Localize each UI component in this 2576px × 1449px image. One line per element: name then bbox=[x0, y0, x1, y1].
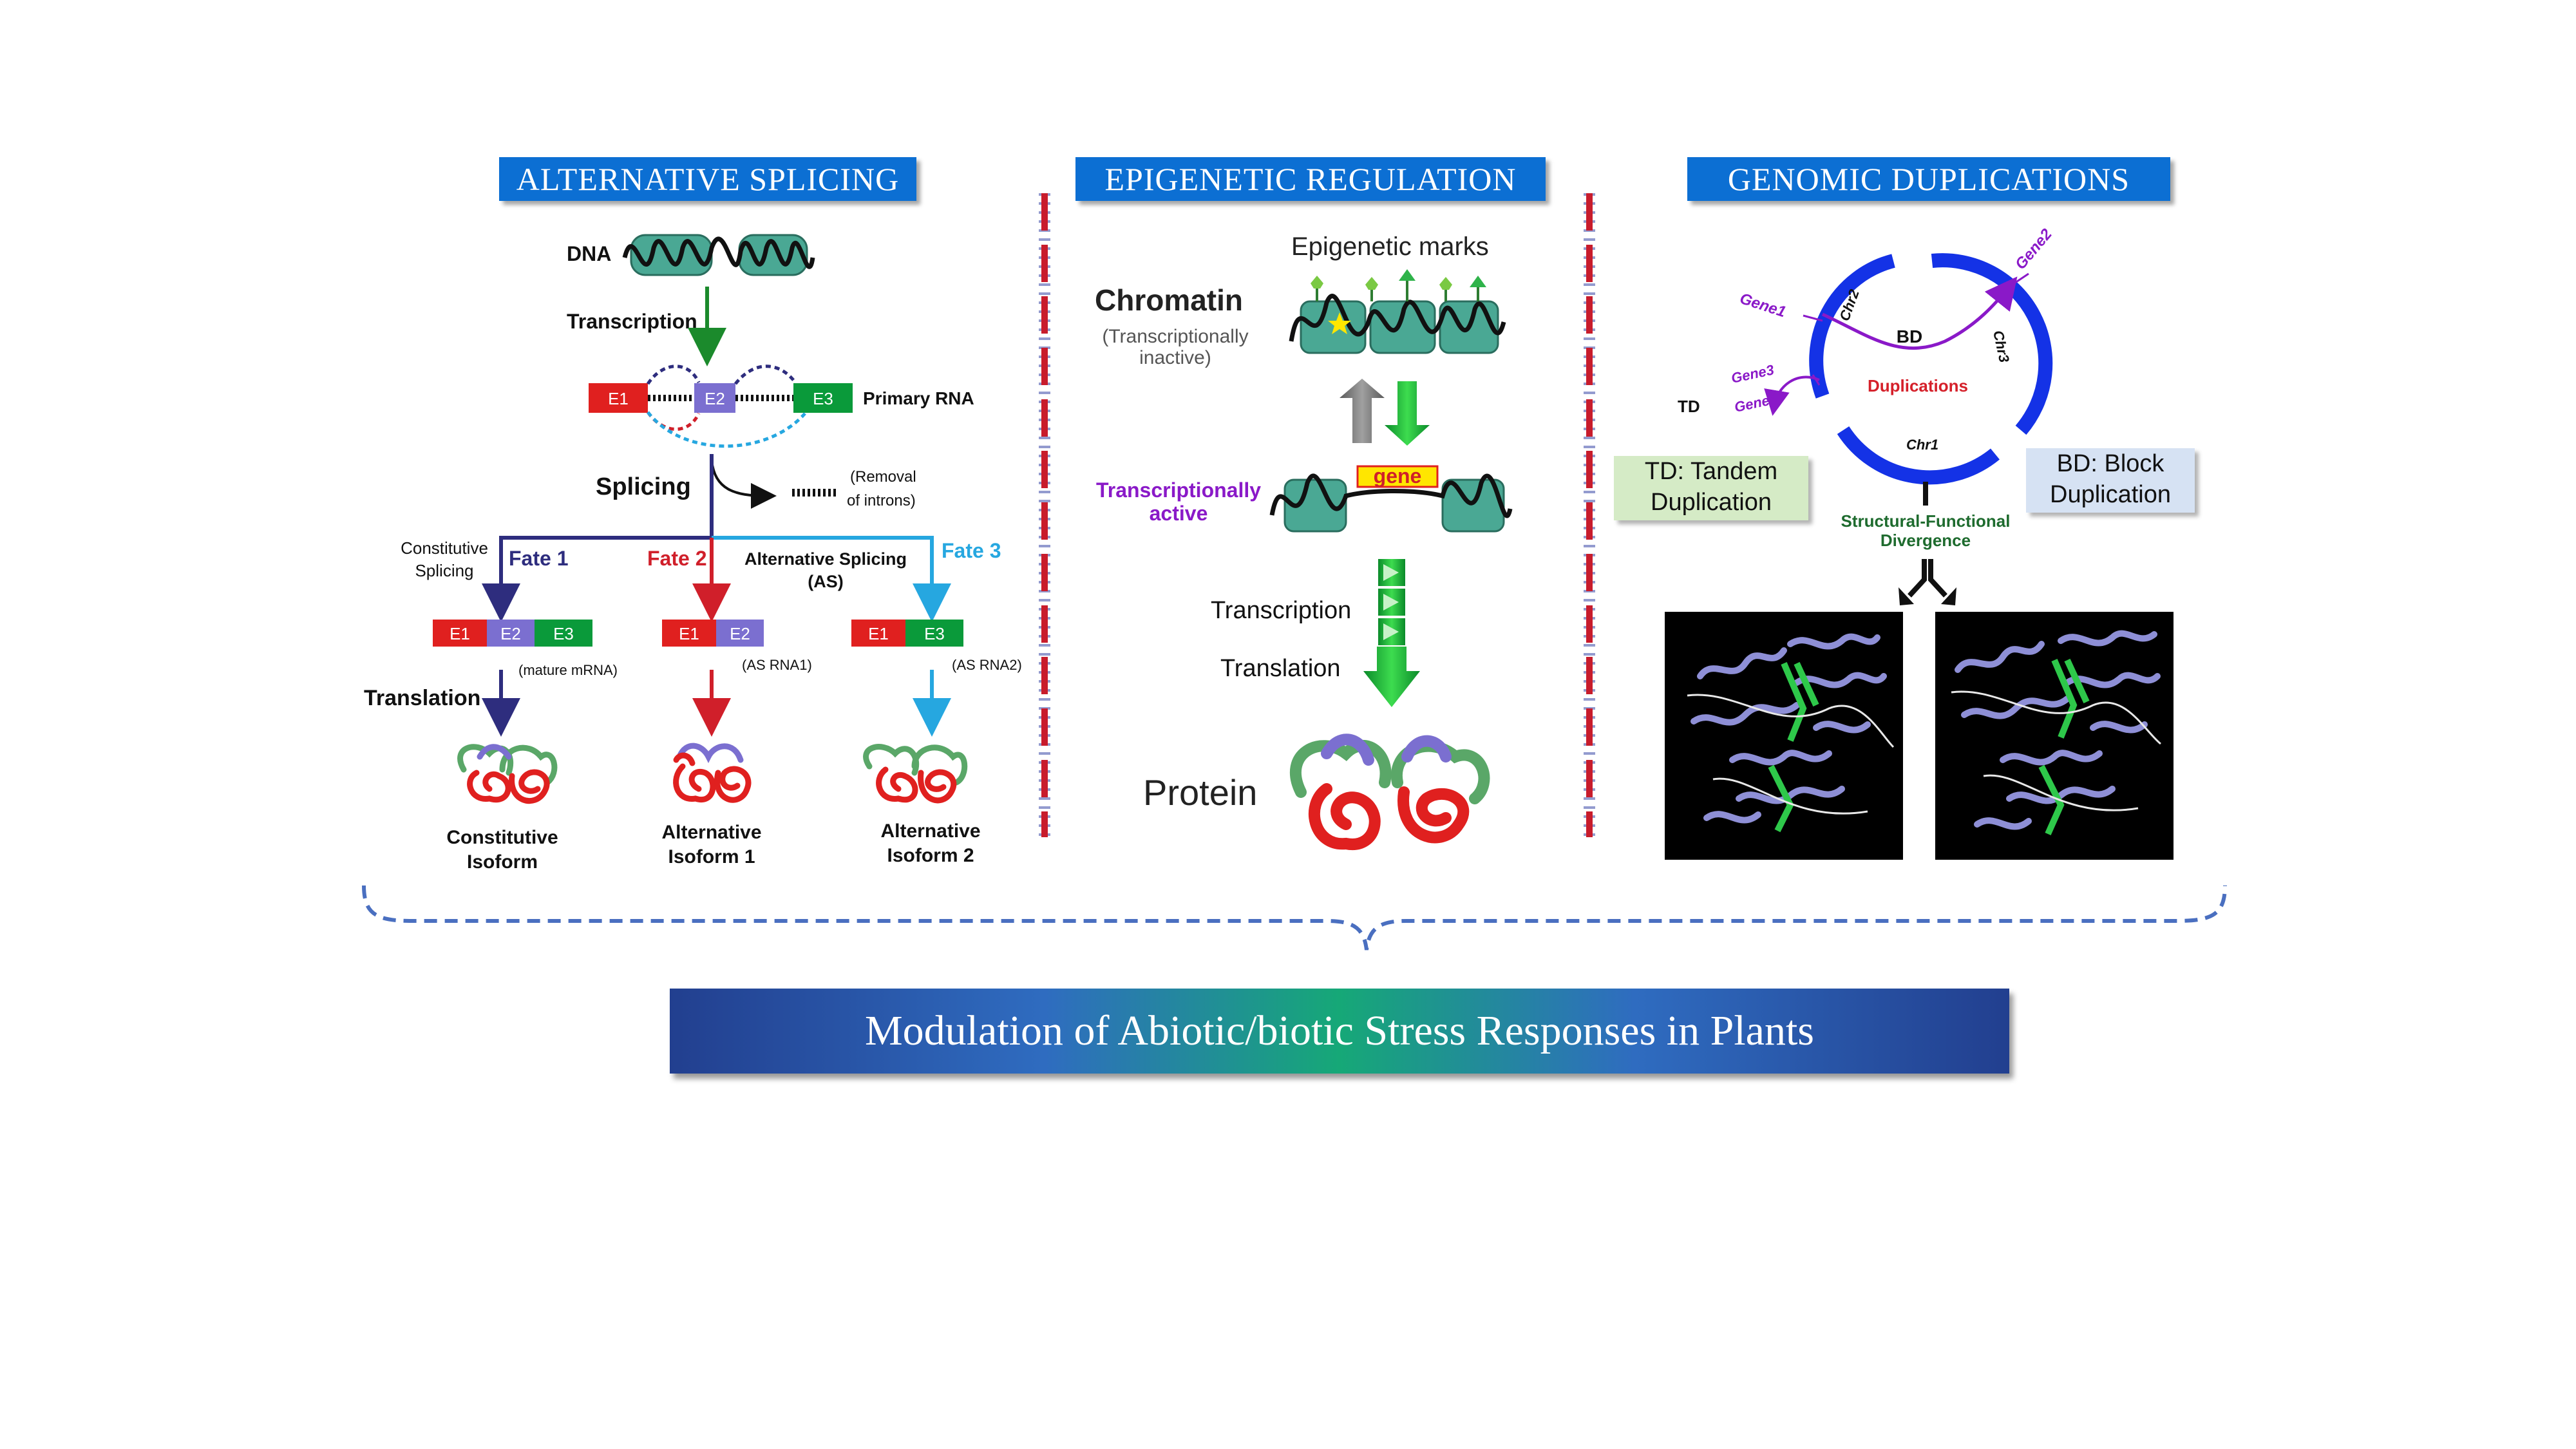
inactive-label-1: (Transcriptionally bbox=[1102, 326, 1248, 347]
protein-icon bbox=[1290, 734, 1490, 850]
active-label-2: active bbox=[1150, 502, 1208, 525]
activation-arrow bbox=[1385, 381, 1430, 446]
header-alternative-splicing: ALTERNATIVE SPLICING bbox=[499, 157, 916, 201]
chromosome-circle bbox=[1809, 253, 2053, 485]
alternative-isoform-1-icon bbox=[673, 743, 752, 803]
constitutive-isoform-icon bbox=[457, 744, 558, 804]
as-rna2-label: (AS RNA2) bbox=[952, 657, 1022, 673]
alternative-isoform-2-icon bbox=[863, 744, 968, 804]
primary-rna: E1 E2 E3 bbox=[589, 365, 853, 448]
isoform3-label-1: Alternative bbox=[880, 820, 980, 842]
constitutive-splicing-label-1: Constitutive bbox=[401, 538, 488, 558]
as1-e1-label: E1 bbox=[679, 624, 699, 643]
mrna-e3-label: E3 bbox=[553, 624, 574, 643]
exon-e2-primary bbox=[694, 383, 735, 413]
protein-structure-panel-1 bbox=[1665, 612, 1903, 860]
fate1-label: Fate 1 bbox=[509, 547, 568, 570]
td-box-line1: TD: Tandem bbox=[1644, 458, 1778, 485]
as-rna1-label: (AS RNA1) bbox=[742, 657, 812, 673]
fate3-label: Fate 3 bbox=[942, 539, 1001, 562]
curly-brace bbox=[362, 885, 2227, 951]
isoform1-label-1: Constitutive bbox=[446, 827, 558, 848]
inactive-label-2: inactive) bbox=[1139, 347, 1211, 368]
active-label-1: Transcriptionally bbox=[1096, 478, 1261, 502]
split-arrows-icon bbox=[1899, 559, 1956, 605]
exon-e1-primary bbox=[589, 383, 648, 413]
dna-label: DNA bbox=[567, 242, 611, 265]
gene-label: gene bbox=[1374, 464, 1422, 488]
isoform1-label-2: Isoform bbox=[467, 851, 538, 873]
header-genomic-duplications: GENOMIC DUPLICATIONS bbox=[1687, 157, 2170, 201]
transcription-step-arrows bbox=[1363, 559, 1420, 707]
isoform3-label-2: Isoform 2 bbox=[887, 845, 974, 866]
mrna-e1-label: E1 bbox=[450, 624, 470, 643]
exon-e3-primary bbox=[793, 383, 853, 413]
td-box-line2: Duplication bbox=[1651, 489, 1772, 516]
as-rna2: E1 E3 bbox=[851, 620, 963, 647]
stress-response-banner: Modulation of Abiotic/biotic Stress Resp… bbox=[670, 989, 2009, 1074]
epi-transcription-label: Transcription bbox=[1211, 597, 1351, 624]
intron-removal-arrow bbox=[710, 460, 777, 509]
chromatin-label: Chromatin bbox=[1095, 283, 1243, 317]
bd-block-box: BD: Block Duplication bbox=[2026, 448, 2195, 513]
protein-label: Protein bbox=[1143, 772, 1257, 813]
header-epigenetic-regulation: EPIGENETIC REGULATION bbox=[1075, 157, 1546, 201]
as-label-2: (AS) bbox=[808, 572, 844, 591]
mature-mrna: E1 E2 E3 bbox=[433, 620, 592, 647]
translation-label: Translation bbox=[364, 686, 480, 710]
gene3-label: Gene3 bbox=[1730, 361, 1776, 386]
fate2-label: Fate 2 bbox=[647, 547, 706, 570]
as2-e1-label: E1 bbox=[868, 624, 889, 643]
bd-box-line1: BD: Block bbox=[2056, 450, 2164, 477]
isoform2-label-2: Isoform 1 bbox=[668, 846, 755, 867]
epigenetic-marks-label: Epigenetic marks bbox=[1291, 232, 1489, 261]
divergence-label-1: Structural-Functional bbox=[1841, 511, 2011, 531]
splicing-label: Splicing bbox=[596, 473, 691, 500]
gene1-label: Gene1 bbox=[1738, 290, 1788, 321]
td-tandem-box: TD: Tandem Duplication bbox=[1614, 456, 1808, 520]
gene4-label: Gene4 bbox=[1733, 390, 1779, 415]
inactive-chromatin-icon bbox=[1289, 269, 1506, 354]
block-duplication-link bbox=[1821, 276, 2018, 350]
primary-rna-label: Primary RNA bbox=[863, 388, 974, 408]
dna-helix-icon bbox=[622, 234, 815, 276]
td-label: TD bbox=[1678, 397, 1700, 416]
exon-e1-label: E1 bbox=[608, 389, 629, 408]
divergence-label-2: Divergence bbox=[1880, 531, 1971, 550]
inactivation-arrow bbox=[1340, 379, 1385, 443]
as-label-1: Alternative Splicing bbox=[744, 549, 907, 569]
as2-e3-label: E3 bbox=[924, 624, 945, 643]
constitutive-splicing-label-2: Splicing bbox=[415, 561, 473, 580]
isoform2-label-1: Alternative bbox=[661, 822, 761, 843]
active-chromatin-icon bbox=[1269, 465, 1513, 533]
chr3-label: Chr3 bbox=[1990, 329, 2012, 364]
gene2-label: Gene2 bbox=[2012, 225, 2056, 273]
mrna-e2-label: E2 bbox=[500, 624, 521, 643]
epi-translation-label: Translation bbox=[1220, 655, 1341, 682]
removal-label-1: (Removal bbox=[850, 468, 916, 486]
tandem-duplication-link bbox=[1764, 375, 1820, 416]
chr1-label: Chr1 bbox=[1906, 437, 1938, 453]
protein-structure-panel-2 bbox=[1935, 612, 2174, 860]
transcription-label: Transcription bbox=[567, 310, 697, 333]
bd-label: BD bbox=[1897, 327, 1922, 346]
bd-box-line2: Duplication bbox=[2050, 481, 2171, 508]
as-rna1: E1 E2 bbox=[662, 620, 764, 647]
exon-e3-label: E3 bbox=[813, 389, 833, 408]
mature-mrna-label: (mature mRNA) bbox=[518, 662, 618, 678]
duplications-label: Duplications bbox=[1868, 376, 1968, 395]
as1-e2-label: E2 bbox=[730, 624, 750, 643]
exon-e2-label: E2 bbox=[705, 389, 725, 408]
removal-label-2: of introns) bbox=[847, 492, 916, 509]
